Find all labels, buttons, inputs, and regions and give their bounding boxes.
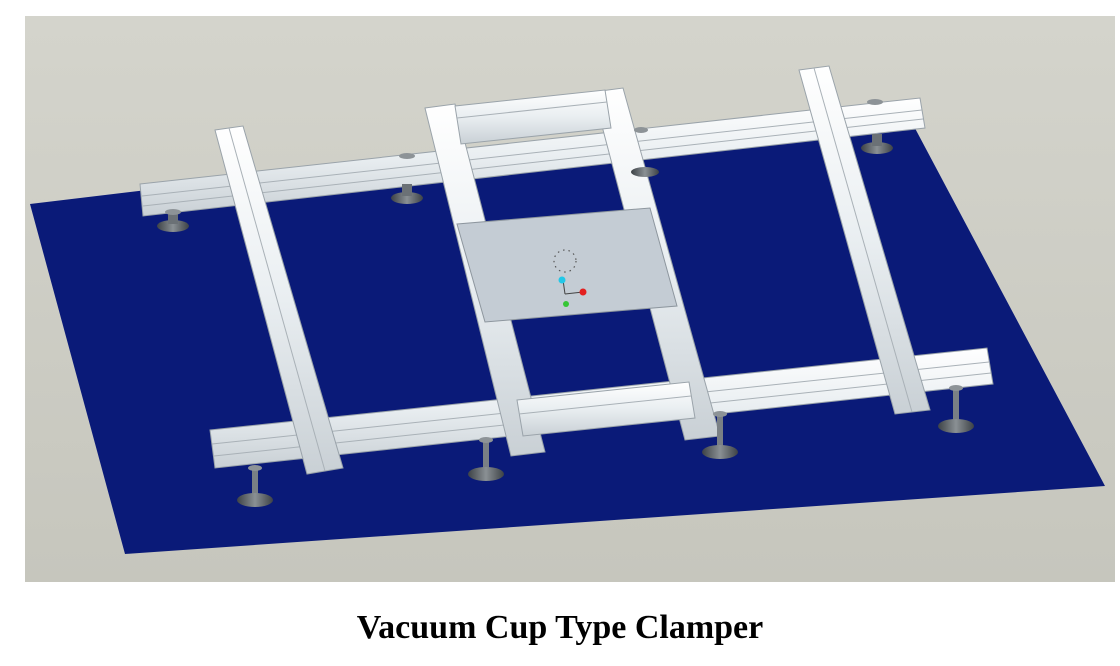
coordinate-axes-icon	[558, 276, 587, 307]
vacuum-cup-icon	[468, 437, 504, 481]
upper-cross-rail	[139, 97, 926, 217]
center-plate	[456, 207, 678, 323]
vacuum-cup-icon	[237, 465, 273, 507]
right-long-rail	[798, 65, 931, 415]
vacuum-cup-icon	[157, 209, 189, 232]
bolt-circle	[553, 249, 577, 273]
left-long-rail	[214, 125, 344, 475]
vacuum-cup-icon	[938, 385, 974, 433]
clamper-render	[25, 16, 1115, 582]
clamper-drawing	[25, 16, 1115, 582]
figure-caption: Vacuum Cup Type Clamper	[356, 609, 764, 646]
vacuum-cup-icon	[631, 127, 659, 177]
vacuum-cup-icon	[702, 411, 738, 459]
vacuum-cup-icon	[391, 153, 423, 204]
vacuum-cup-icon	[861, 99, 893, 154]
